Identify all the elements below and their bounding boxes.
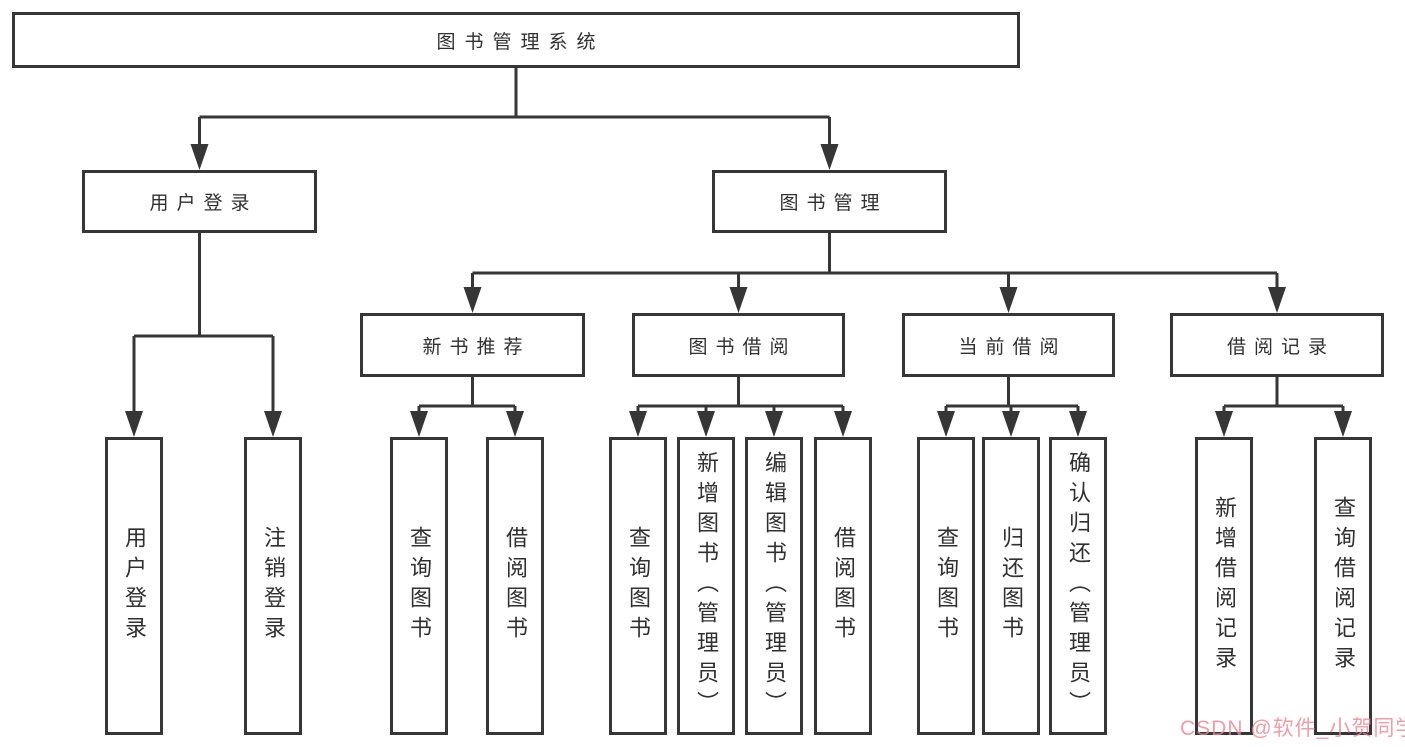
- leaf-return-books: 归还图书: [982, 437, 1040, 735]
- leaf-edit-books-admin: 编辑图书（管理员）: [745, 437, 803, 735]
- leaf-query-borrowing-record: 查询借阅记录: [1314, 437, 1372, 735]
- node-current-borrowing: 当前借阅: [902, 313, 1115, 377]
- leaf-user-login: 用户登录: [105, 437, 163, 735]
- leaf-query-books-current: 查询图书: [917, 437, 975, 735]
- leaf-borrow-books-recommend: 借阅图书: [486, 437, 544, 735]
- arrow-head-icon: [125, 144, 1352, 437]
- node-book-borrowing: 图书借阅: [632, 313, 845, 377]
- node-book-management: 图书管理: [712, 170, 947, 233]
- leaf-confirm-return-admin: 确认归还（管理员）: [1049, 437, 1107, 735]
- node-new-book-recommendation: 新书推荐: [360, 313, 585, 377]
- leaf-query-books-recommend: 查询图书: [390, 437, 448, 735]
- node-borrowing-records: 借阅记录: [1170, 313, 1384, 377]
- leaf-query-books-borrow: 查询图书: [609, 437, 667, 735]
- connector-line: [132, 68, 1345, 413]
- node-user-login: 用户登录: [82, 170, 317, 233]
- leaf-add-borrowing-record: 新增借阅记录: [1195, 437, 1253, 735]
- csdn-watermark: CSDN @软件_小贺同学: [1180, 717, 1405, 740]
- node-library-management-system: 图书管理系统: [12, 12, 1020, 68]
- leaf-borrow-books: 借阅图书: [814, 437, 872, 735]
- leaf-add-books-admin: 新增图书（管理员）: [677, 437, 735, 735]
- leaf-logout: 注销登录: [244, 437, 302, 735]
